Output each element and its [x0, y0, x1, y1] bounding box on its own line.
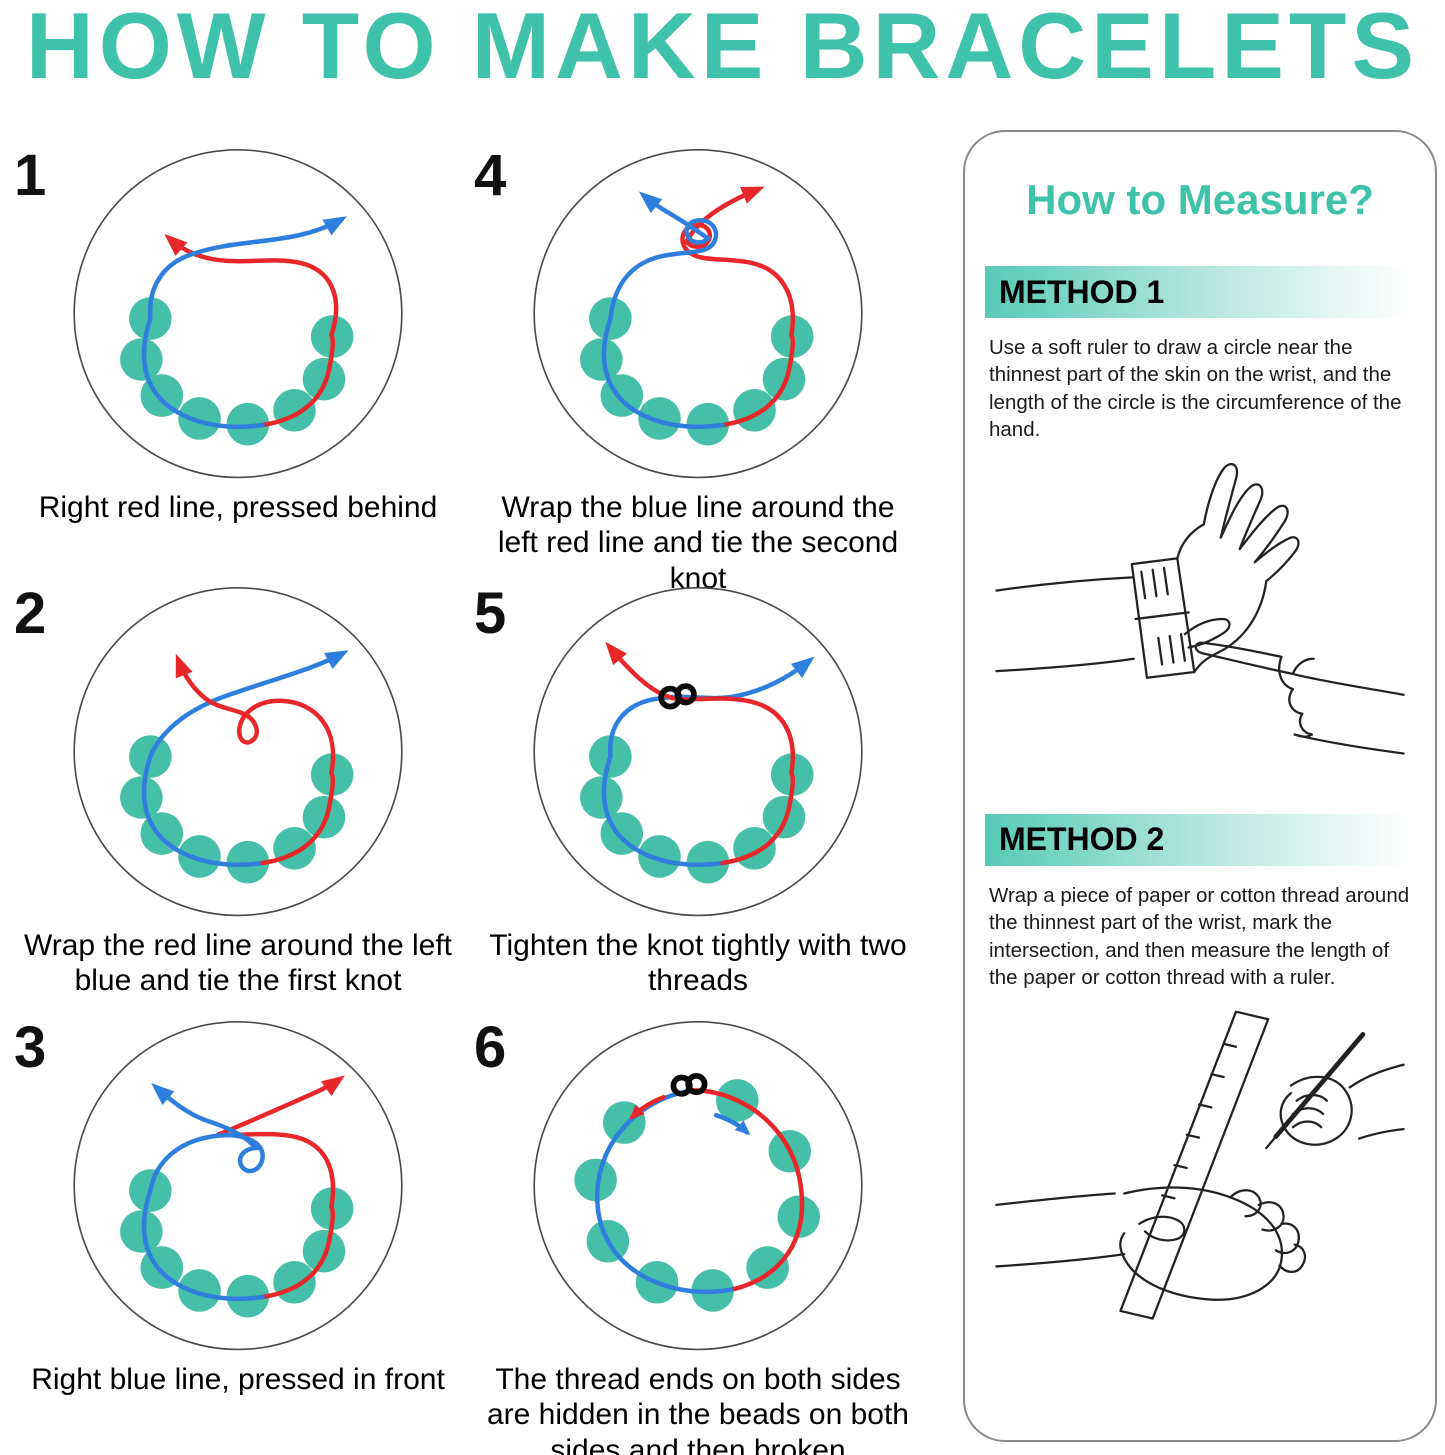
method-2-text: Wrap a piece of paper or cotton thread a… — [989, 883, 1410, 990]
step-6: 6 The thread ends on both sides are hidd… — [472, 1012, 924, 1455]
measure-panel: How to Measure? METHOD 1 Use a soft rule… — [963, 130, 1437, 1442]
step-4-caption: Wrap the blue line around the left red l… — [497, 491, 899, 595]
page-title: HOW TO MAKE BRACELETS — [25, 0, 1420, 98]
step-5-caption: Tighten the knot tightly with two thread… — [489, 929, 907, 998]
red-thread-end — [629, 1094, 666, 1120]
step-5-number: 5 — [474, 581, 507, 646]
red-thread-upper — [605, 641, 795, 776]
measure-illustration-wrist-ruler — [995, 462, 1405, 755]
red-thread — [689, 1088, 805, 1292]
step-2: 2 Wrap the red line around the left blue… — [12, 578, 464, 999]
step-6-number: 6 — [474, 1015, 507, 1080]
blue-thread-upper — [148, 650, 349, 759]
step-4-illustration — [533, 149, 863, 479]
step-5: 5 Tighten the knot tightly with two thre… — [472, 578, 924, 999]
red-thread — [175, 653, 336, 866]
method-1-text: Use a soft ruler to draw a circle near t… — [989, 336, 1402, 442]
blue-thread — [601, 316, 725, 430]
blue-thread — [141, 1188, 265, 1302]
blue-thread — [601, 754, 725, 868]
knot — [685, 1073, 708, 1096]
blue-thread-upper — [147, 216, 347, 321]
step-4: 4 Wrap the blue line around the left red… — [472, 140, 924, 596]
step-3-number: 3 — [14, 1015, 47, 1080]
step-2-number: 2 — [14, 581, 47, 646]
step-1-caption: Right red line, pressed behind — [38, 491, 438, 524]
step-2-caption: Wrap the red line around the left blue a… — [23, 929, 453, 998]
red-thread — [680, 186, 796, 428]
blue-thread-upper — [608, 191, 719, 321]
step-4-number: 4 — [474, 143, 507, 208]
blue-thread-upper — [148, 1082, 265, 1193]
step-3-illustration — [73, 1021, 403, 1351]
method-2-heading: METHOD 2 — [985, 813, 1409, 866]
red-thread — [260, 1204, 336, 1300]
measure-illustration-paper-ruler — [995, 1010, 1405, 1320]
step-6-illustration — [533, 1021, 863, 1351]
method-1-heading: METHOD 1 — [985, 266, 1409, 318]
step-2-illustration — [73, 587, 403, 917]
blue-thread — [141, 754, 265, 868]
blue-thread — [141, 316, 265, 430]
step-1-illustration — [73, 149, 403, 479]
step-3: 3 Right blue line, pressed in front — [12, 1012, 464, 1397]
measure-panel-title: How to Measure? — [1026, 176, 1374, 223]
step-1-number: 1 — [14, 143, 47, 208]
step-6-caption: The thread ends on both sides are hidden… — [486, 1363, 909, 1455]
blue-thread-end — [713, 1112, 751, 1136]
red-thread — [720, 770, 796, 866]
knot — [674, 683, 697, 706]
step-5-illustration — [533, 587, 863, 917]
step-1: 1 Right red line, pressed behind — [12, 140, 464, 525]
beads — [120, 1169, 354, 1318]
red-thread — [164, 233, 339, 428]
step-3-caption: Right blue line, pressed in front — [31, 1363, 445, 1396]
